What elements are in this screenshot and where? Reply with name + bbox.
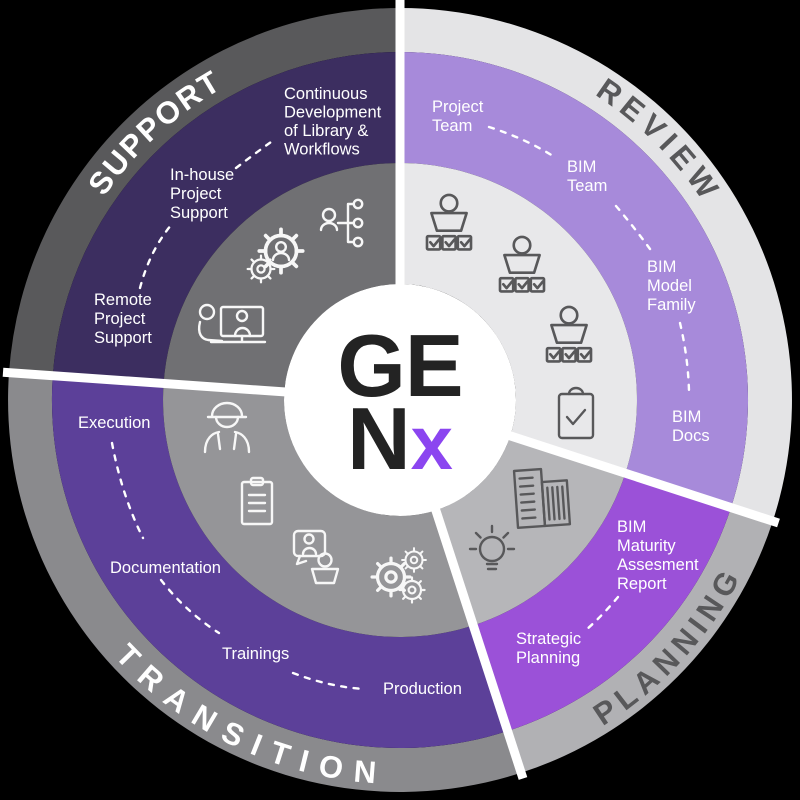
label-trainings: Trainings — [222, 645, 289, 663]
video-call-icon — [197, 303, 267, 344]
label-production: Production — [383, 680, 462, 698]
dashed-connectors — [110, 125, 691, 691]
review-outer-ring — [400, 8, 792, 522]
clipboard-check-icon — [557, 386, 595, 440]
logo-line1: GE — [337, 316, 462, 415]
connector-project-bimteam — [487, 125, 555, 158]
support-middle-ring — [52, 52, 401, 384]
connector-report-strategic — [584, 595, 620, 632]
connector-bimteam-model — [614, 204, 652, 251]
label-execution: Execution — [78, 414, 150, 432]
connector-documentation-trainings — [159, 578, 221, 635]
discussion-icon — [292, 529, 340, 585]
org-chart-person-icon — [319, 198, 364, 248]
construction-worker-icon — [203, 401, 251, 454]
connector-remote-inhouse — [138, 222, 174, 290]
planning-inner-ring — [435, 435, 626, 626]
transition-outer-ring — [8, 372, 522, 792]
connector-trainings-production — [291, 671, 366, 691]
lightbulb-icon — [468, 524, 516, 571]
clipboard-list-icon — [240, 476, 274, 526]
transition-middle-ring — [51, 375, 508, 749]
planning-outer-ring — [507, 507, 773, 773]
review-middle-ring — [400, 52, 749, 508]
center-circle — [284, 284, 516, 516]
label-documentation: Documentation — [110, 559, 221, 577]
connector-inhouse-continuous — [234, 140, 273, 170]
support-inner-ring — [163, 163, 400, 392]
logo-line2: Nx — [347, 389, 453, 488]
connector-model-docs — [678, 321, 691, 393]
logo-accent-x: x — [411, 401, 453, 486]
support-outer-ring — [9, 8, 400, 376]
gear-person-icon — [248, 227, 305, 282]
connector-execution-documentation — [110, 441, 145, 540]
building-icon — [512, 467, 572, 530]
review-inner-ring — [400, 163, 637, 474]
wheel-sectors — [8, 8, 792, 792]
genx-logo: GE Nx — [337, 316, 463, 488]
planning-middle-ring — [473, 473, 731, 731]
